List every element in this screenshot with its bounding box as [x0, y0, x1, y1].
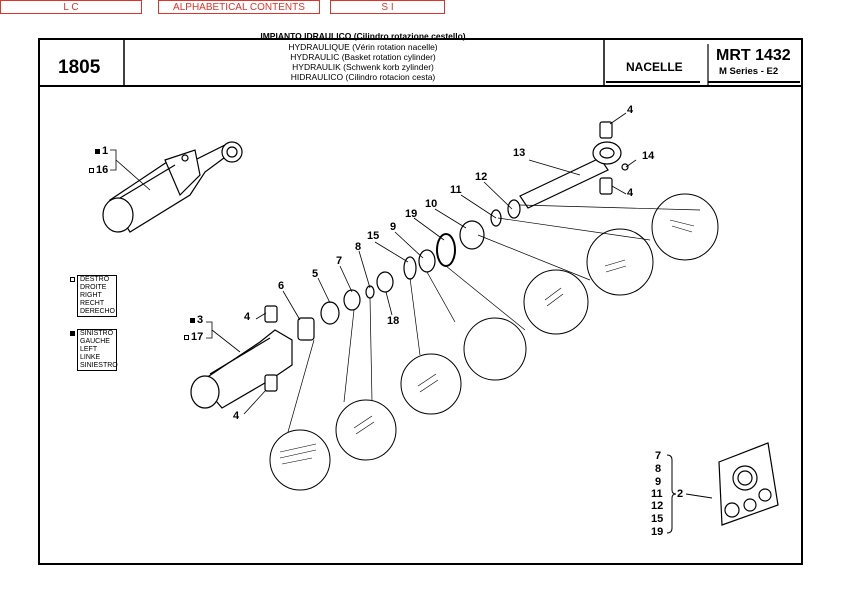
title-fr: HYDRAULIQUE (Vérin rotation nacelle) [288, 42, 438, 52]
callout-8: 8 [355, 241, 362, 253]
legend-left-en: LEFT [80, 346, 98, 353]
page-code: 1805 [58, 57, 101, 78]
callout-17: 17 [191, 331, 204, 343]
callout-19: 19 [405, 208, 418, 220]
callout-4-top: 4 [627, 104, 634, 116]
nav-right-button[interactable]: S I [330, 0, 445, 14]
callout-16: 16 [96, 164, 109, 176]
seal-stack [297, 199, 521, 341]
kit-item-7: 7 [655, 450, 662, 462]
legend-right: DESTRO DROITE RIGHT RECHT DERECHO [77, 275, 117, 317]
callout-11: 11 [450, 184, 462, 196]
section-name: NACELLE [626, 60, 683, 74]
alphabetical-contents-button[interactable]: ALPHABETICAL CONTENTS [158, 0, 320, 14]
callout-4-bottom: 4 [233, 410, 240, 422]
callout-6: 6 [278, 280, 285, 292]
cylinder-left-lower [190, 305, 293, 409]
legend-right-fr: DROITE [80, 284, 107, 291]
callout-16-marker [89, 168, 94, 173]
kit-item-11: 11 [651, 488, 663, 500]
series-name: M Series - E2 [719, 66, 779, 77]
callout-13: 13 [513, 147, 526, 159]
callout-1-marker [95, 149, 100, 154]
nav-left-button[interactable]: L C [0, 0, 142, 14]
callout-18: 18 [387, 315, 400, 327]
kit-item-12: 12 [651, 500, 664, 512]
legend-left-fr: GAUCHE [80, 338, 110, 345]
title-de: HYDRAULIK (Schwenk korb zylinder) [292, 62, 434, 72]
callout-12: 12 [475, 171, 488, 183]
kit-item-8: 8 [655, 463, 662, 475]
legend-right-es: DERECHO [80, 308, 116, 315]
callout-3-marker [190, 318, 195, 323]
left-marker-filled [70, 331, 75, 336]
callout-5: 5 [312, 268, 319, 280]
callout-9: 9 [390, 221, 397, 233]
model-name: MRT 1432 [716, 47, 791, 64]
callout-14: 14 [642, 150, 655, 162]
legend-left-de: LINKE [80, 354, 101, 361]
legend-left-es: SINIESTRO [80, 362, 118, 369]
callout-17-marker [184, 335, 189, 340]
detail-views [269, 193, 719, 491]
legend-left: SINISTRO GAUCHE LEFT LINKE SINIESTRO [77, 329, 118, 371]
right-marker-open [70, 277, 75, 282]
page-frame [38, 38, 803, 565]
callout-1: 1 [102, 145, 109, 157]
kit-item-9: 9 [655, 476, 662, 488]
callout-7: 7 [336, 255, 343, 267]
title-en: HYDRAULIC (Basket rotation cylinder) [290, 52, 436, 62]
callout-10: 10 [425, 198, 438, 210]
kit-item-15: 15 [651, 513, 664, 525]
seal-kit [718, 442, 779, 526]
legend-right-en: RIGHT [80, 292, 102, 299]
cylinder-right-upper [102, 141, 243, 233]
legend-right-it: DESTRO [80, 276, 110, 283]
title-es: HIDRAULICO (Cilindro rotacion cesta) [290, 72, 436, 82]
title-it: IMPIANTO IDRAULICO (Cilindro rotazione c… [260, 31, 466, 41]
callout-3: 3 [197, 314, 204, 326]
callout-15: 15 [367, 230, 380, 242]
callout-4-left: 4 [244, 311, 251, 323]
callout-4-rod: 4 [627, 187, 634, 199]
kit-label-2: 2 [677, 488, 684, 500]
legend-right-de: RECHT [80, 300, 105, 307]
legend-left-it: SINISTRO [80, 330, 114, 337]
piston-rod [519, 121, 629, 209]
kit-item-19: 19 [651, 526, 664, 538]
